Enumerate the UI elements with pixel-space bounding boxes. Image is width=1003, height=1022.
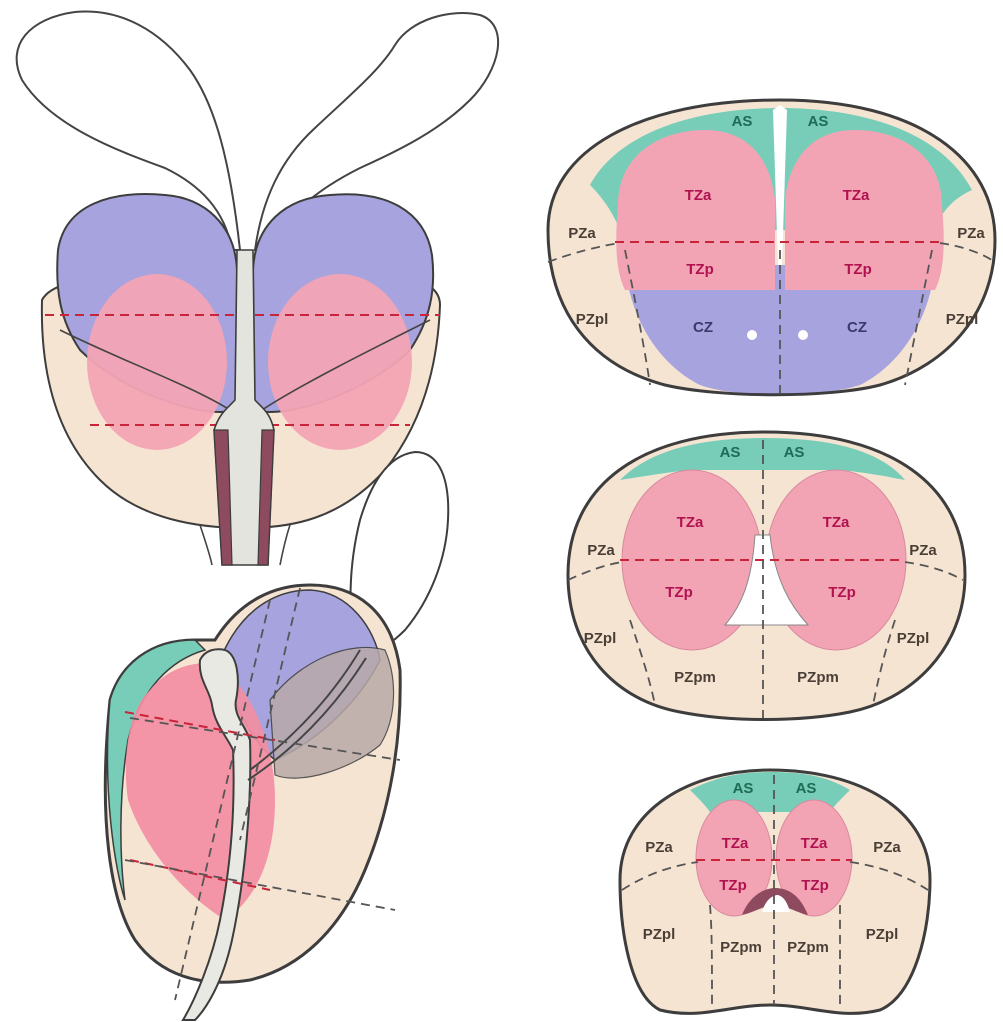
apex-label-tza-right: TZa bbox=[801, 835, 828, 852]
mid-label-tzp-left: TZp bbox=[665, 584, 693, 601]
base-ejaculatory-duct-right bbox=[798, 330, 808, 340]
base-label-tza-left: TZa bbox=[685, 187, 712, 204]
apex-label-pzpm-right: PZpm bbox=[787, 939, 829, 956]
mid-label-pzpl-left: PZpl bbox=[584, 630, 617, 647]
sagittal-view bbox=[105, 452, 448, 1020]
base-label-cz-left: CZ bbox=[693, 319, 713, 336]
mid-label-tza-left: TZa bbox=[677, 514, 704, 531]
urethra-outer-right bbox=[280, 525, 290, 565]
mid-label-as-left: AS bbox=[720, 444, 741, 461]
apex-label-pzpl-right: PZpl bbox=[866, 926, 899, 943]
apex-label-tza-left: TZa bbox=[722, 835, 749, 852]
urethra-outer-left bbox=[200, 525, 212, 565]
axial-base-section: AS AS TZa TZa TZp TZp PZa PZa PZpl PZpl … bbox=[548, 100, 995, 395]
base-label-pzpl-left: PZpl bbox=[576, 311, 609, 328]
mid-label-pza-left: PZa bbox=[587, 542, 615, 559]
base-label-tzp-left: TZp bbox=[686, 261, 714, 278]
base-label-pza-left: PZa bbox=[568, 225, 596, 242]
mid-label-pzpl-right: PZpl bbox=[897, 630, 930, 647]
base-label-tzp-right: TZp bbox=[844, 261, 872, 278]
mid-label-as-right: AS bbox=[784, 444, 805, 461]
apex-label-pzpl-left: PZpl bbox=[643, 926, 676, 943]
base-label-tza-right: TZa bbox=[843, 187, 870, 204]
mid-label-tzp-right: TZp bbox=[828, 584, 856, 601]
apex-label-pzpm-left: PZpm bbox=[720, 939, 762, 956]
axial-apex-section: AS AS TZa TZa TZp TZp PZa PZa PZpl PZpl … bbox=[620, 770, 930, 1013]
apex-label-as-left: AS bbox=[733, 780, 754, 797]
transition-zone-right bbox=[268, 274, 412, 450]
apex-label-pza-left: PZa bbox=[645, 839, 673, 856]
base-label-as-right: AS bbox=[808, 113, 829, 130]
base-label-cz-right: CZ bbox=[847, 319, 867, 336]
mid-label-tza-right: TZa bbox=[823, 514, 850, 531]
mid-label-pzpm-left: PZpm bbox=[674, 669, 716, 686]
apex-label-tzp-left: TZp bbox=[719, 877, 747, 894]
base-ejaculatory-duct-left bbox=[747, 330, 757, 340]
axial-mid-section: AS AS TZa TZa TZp TZp PZa PZa PZpl PZpl … bbox=[568, 432, 965, 720]
apex-label-tzp-right: TZp bbox=[801, 877, 829, 894]
mid-label-pzpm-right: PZpm bbox=[797, 669, 839, 686]
apex-label-as-right: AS bbox=[796, 780, 817, 797]
mid-label-pza-right: PZa bbox=[909, 542, 937, 559]
transition-zone-left bbox=[87, 274, 227, 450]
base-label-as-left: AS bbox=[732, 113, 753, 130]
base-label-pza-right: PZa bbox=[957, 225, 985, 242]
base-label-pzpl-right: PZpl bbox=[946, 311, 979, 328]
apex-label-pza-right: PZa bbox=[873, 839, 901, 856]
